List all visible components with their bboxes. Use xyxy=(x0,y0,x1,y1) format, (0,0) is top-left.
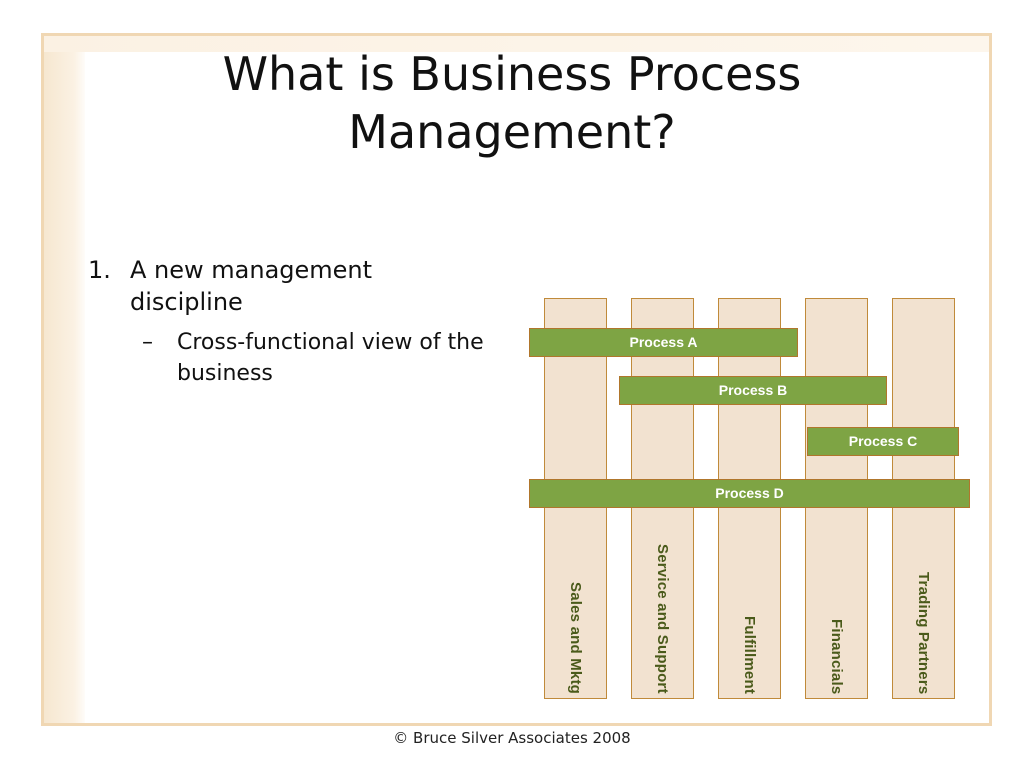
slide-title: What is Business Process Management? xyxy=(222,47,802,159)
sub-bullet-text: Cross-functional view of the business xyxy=(177,330,484,386)
lane-label: Sales and Mktg xyxy=(567,582,584,694)
sub-bullet-item: – Cross-functional view of the business xyxy=(88,327,488,389)
bullet-list: 1. A new management discipline – Cross-f… xyxy=(88,254,488,389)
process-d-bar: Process D xyxy=(529,479,970,508)
lane-label: Trading Partners xyxy=(915,571,932,694)
process-a-bar: Process A xyxy=(529,328,798,357)
process-c-bar: Process C xyxy=(807,427,959,456)
bullet-item: 1. A new management discipline xyxy=(88,254,488,318)
bullet-text: A new management discipline xyxy=(130,256,373,316)
lane-label: Financials xyxy=(828,618,845,694)
bullet-number: 1. xyxy=(88,256,111,284)
slide-footer: © Bruce Silver Associates 2008 xyxy=(393,729,631,747)
slide-frame-top xyxy=(44,36,989,52)
lane-label: Fulfillment xyxy=(741,615,758,694)
process-b-bar: Process B xyxy=(619,376,887,405)
sub-bullet-dash: – xyxy=(142,330,153,355)
lane-label: Service and Support xyxy=(654,544,671,694)
